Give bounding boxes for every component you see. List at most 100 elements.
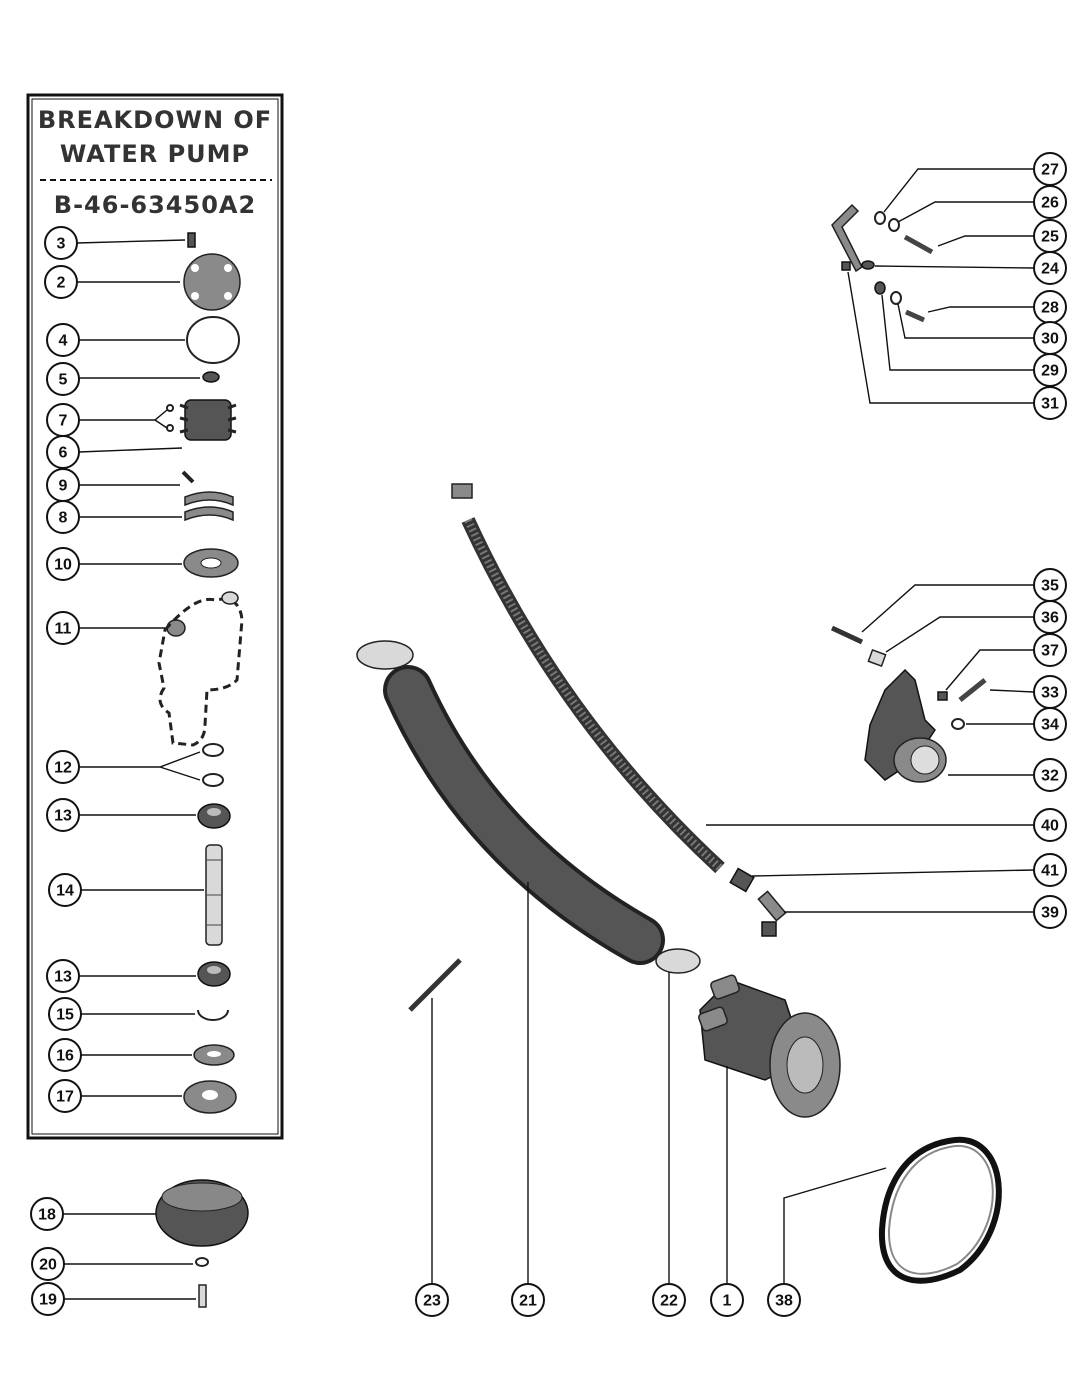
screw-33-shape <box>958 678 987 702</box>
cover-plate-2-shape <box>183 253 241 311</box>
callout-15: 15 <box>48 997 82 1031</box>
callout-25: 25 <box>1033 219 1067 253</box>
callout-9-label: 9 <box>59 478 68 495</box>
callout-37: 37 <box>1033 633 1067 667</box>
callout-29-label: 29 <box>1041 363 1059 380</box>
callout-2: 2 <box>44 265 78 299</box>
bolt-25-shape <box>903 234 934 255</box>
callout-24: 24 <box>1033 251 1067 285</box>
callout-28: 28 <box>1033 290 1067 324</box>
nut-37-shape <box>937 691 948 701</box>
callout-13-upper: 13 <box>46 798 80 832</box>
callout-25-label: 25 <box>1041 229 1059 246</box>
screw-28-shape <box>904 309 926 323</box>
callout-1-label: 1 <box>723 1293 732 1310</box>
callout-6: 6 <box>46 435 80 469</box>
fitting-41-shape <box>729 867 755 893</box>
callout-2-label: 2 <box>57 275 66 292</box>
washer-29-shape <box>874 281 886 295</box>
callout-7: 7 <box>46 403 80 437</box>
callout-9: 9 <box>46 468 80 502</box>
callout-32-label: 32 <box>1041 768 1059 785</box>
callout-22: 22 <box>652 1283 686 1317</box>
callout-5: 5 <box>46 362 80 396</box>
liner-8-shape <box>184 491 234 522</box>
callout-13-lower: 13 <box>46 959 80 993</box>
callout-20: 20 <box>31 1247 65 1281</box>
callout-4: 4 <box>46 323 80 357</box>
callout-36-label: 36 <box>1041 610 1059 627</box>
callout-32: 32 <box>1033 758 1067 792</box>
callout-16-label: 16 <box>56 1048 74 1065</box>
callout-7-label: 7 <box>59 413 68 430</box>
callout-11: 11 <box>46 611 80 645</box>
callout-33-label: 33 <box>1041 685 1059 702</box>
flange-17-shape <box>183 1080 237 1114</box>
callout-13-lower-label: 13 <box>54 969 72 986</box>
panel-title-line2: WATER PUMP <box>60 140 250 168</box>
callout-18: 18 <box>30 1197 64 1231</box>
bolt-19-shape <box>198 1284 207 1308</box>
hose-clamp-top-shape <box>451 483 473 499</box>
callout-35: 35 <box>1033 568 1067 602</box>
callout-3-label: 3 <box>57 236 66 253</box>
callout-16: 16 <box>48 1038 82 1072</box>
callout-40: 40 <box>1033 808 1067 842</box>
elbow-39-shape <box>757 890 787 937</box>
callout-12: 12 <box>46 750 80 784</box>
washer-20-shape <box>195 1257 209 1267</box>
spacer-36-shape <box>867 649 887 667</box>
callout-19: 19 <box>31 1282 65 1316</box>
callout-33: 33 <box>1033 675 1067 709</box>
callout-23-label: 23 <box>423 1293 441 1310</box>
seal-5-shape <box>202 371 220 383</box>
callout-11-label: 11 <box>55 621 72 638</box>
callout-20-label: 20 <box>39 1257 57 1274</box>
tie-strap-23-shape <box>408 958 462 1012</box>
screw-3-shape <box>187 232 196 248</box>
callout-21: 21 <box>511 1283 545 1317</box>
callout-14: 14 <box>48 873 82 907</box>
callout-29: 29 <box>1033 353 1067 387</box>
gasket-4-shape <box>186 316 240 364</box>
callout-3: 3 <box>44 226 78 260</box>
callout-10-label: 10 <box>54 557 72 574</box>
callout-14-label: 14 <box>56 883 74 900</box>
callout-37-label: 37 <box>1041 643 1059 660</box>
callout-19-label: 19 <box>39 1292 57 1309</box>
hose-clamp-upper-shape <box>356 640 414 670</box>
pulley-18-shape <box>155 1179 249 1247</box>
callout-17: 17 <box>48 1079 82 1113</box>
callout-6-label: 6 <box>59 445 68 462</box>
housing-11-shape <box>157 591 244 747</box>
callout-26: 26 <box>1033 185 1067 219</box>
bracket-32-shape <box>864 668 947 783</box>
callout-31: 31 <box>1033 386 1067 420</box>
callout-17-label: 17 <box>56 1089 74 1106</box>
snap-ring-15-shape <box>197 1009 229 1021</box>
belt-38-shape <box>878 1136 1002 1284</box>
bearing-13-lower-shape <box>197 961 231 987</box>
callout-34-label: 34 <box>1041 717 1059 734</box>
callout-8: 8 <box>46 500 80 534</box>
callout-15-label: 15 <box>56 1007 74 1024</box>
callout-28-label: 28 <box>1041 300 1059 317</box>
shaft-14-shape <box>205 844 223 946</box>
nut-31-shape <box>841 261 851 271</box>
callout-36: 36 <box>1033 600 1067 634</box>
callout-1: 1 <box>710 1283 744 1317</box>
leader-lines <box>64 168 1035 1300</box>
plate-10-shape <box>183 548 239 578</box>
callout-27: 27 <box>1033 152 1067 186</box>
bolt-35-shape <box>830 625 864 645</box>
callout-41: 41 <box>1033 853 1067 887</box>
callout-23: 23 <box>415 1283 449 1317</box>
seal-16-shape <box>193 1044 235 1066</box>
callout-13-upper-label: 13 <box>54 808 72 825</box>
callout-18-label: 18 <box>38 1207 56 1224</box>
washer-30-shape <box>890 291 902 305</box>
impeller-6-shape <box>179 399 237 441</box>
callout-4-label: 4 <box>59 333 68 350</box>
callout-35-label: 35 <box>1041 578 1059 595</box>
